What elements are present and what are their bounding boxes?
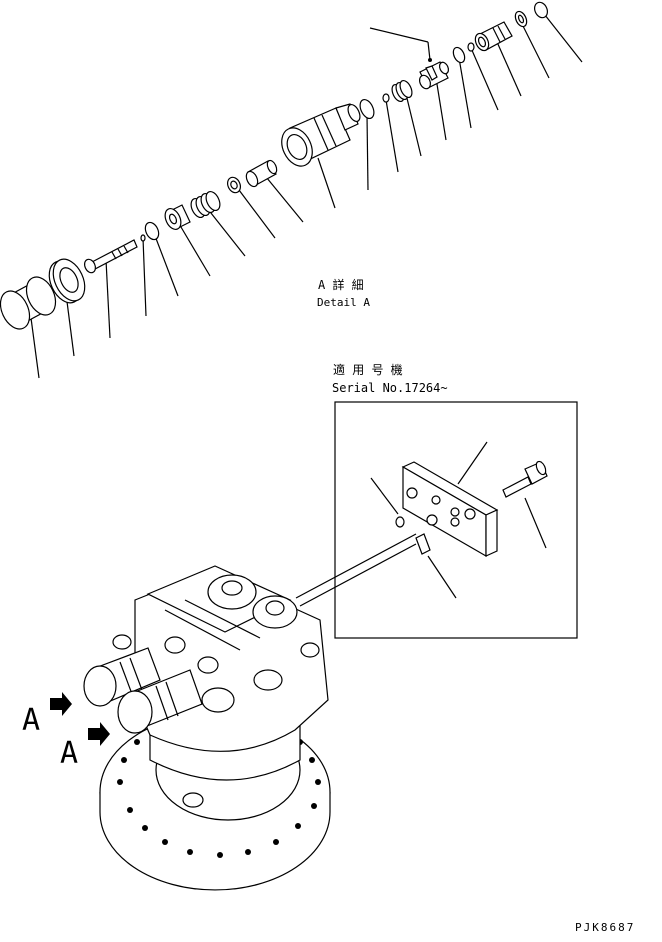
serial-heading: 適 用 号 機 Serial No.17264~ bbox=[332, 362, 448, 395]
backup-ring-inner bbox=[517, 14, 525, 24]
o-ring bbox=[533, 1, 549, 19]
serial-inset bbox=[334, 401, 578, 639]
spring-seat bbox=[164, 204, 191, 230]
adjust-screw bbox=[83, 239, 138, 274]
poppet bbox=[418, 58, 450, 90]
spring-large bbox=[190, 190, 221, 219]
serial-label-en: Serial No.17264~ bbox=[332, 381, 448, 395]
cover-plate bbox=[401, 461, 499, 558]
sleeve-plug bbox=[474, 21, 513, 52]
large-seal-ring bbox=[359, 98, 375, 120]
callout-leaders bbox=[30, 9, 583, 379]
hex-bolt bbox=[502, 460, 548, 498]
o-ring-small-2 bbox=[140, 234, 146, 242]
inset-o-ring bbox=[395, 516, 405, 528]
view-arrow-label-1: A bbox=[22, 703, 40, 738]
o-ring-mid bbox=[382, 93, 390, 103]
view-arrow-icon bbox=[50, 692, 72, 716]
view-arrows: A A bbox=[22, 692, 110, 771]
top-bosses bbox=[112, 574, 320, 713]
view-arrow-label-2: A bbox=[60, 736, 78, 771]
relief-valve-1 bbox=[83, 647, 161, 707]
detail-a-heading: A 詳 細 Detail A bbox=[317, 277, 370, 309]
detail-a-exploded-view bbox=[0, 1, 583, 379]
drawing-code: PJK8687 bbox=[575, 921, 635, 934]
view-arrow-icon bbox=[88, 722, 110, 746]
detail-a-label-jp: A 詳 細 bbox=[318, 277, 364, 292]
inset-leaders bbox=[370, 441, 547, 599]
cap-nut bbox=[0, 276, 57, 330]
washer bbox=[144, 221, 160, 241]
seal-ring bbox=[452, 46, 466, 64]
inset-frame bbox=[334, 401, 578, 639]
small-o-ring bbox=[467, 42, 475, 52]
inset-pin bbox=[415, 533, 431, 555]
detail-a-label-en: Detail A bbox=[317, 296, 370, 309]
valve-body bbox=[281, 103, 361, 167]
spring-small bbox=[391, 79, 413, 103]
swing-motor: A A bbox=[22, 565, 331, 891]
inset-connector bbox=[295, 533, 417, 607]
small-nut bbox=[226, 176, 242, 194]
serial-label-jp: 適 用 号 機 bbox=[333, 362, 403, 377]
relief-valve-2 bbox=[117, 669, 203, 734]
guide-sleeve bbox=[245, 159, 278, 188]
lock-nut bbox=[48, 258, 86, 304]
